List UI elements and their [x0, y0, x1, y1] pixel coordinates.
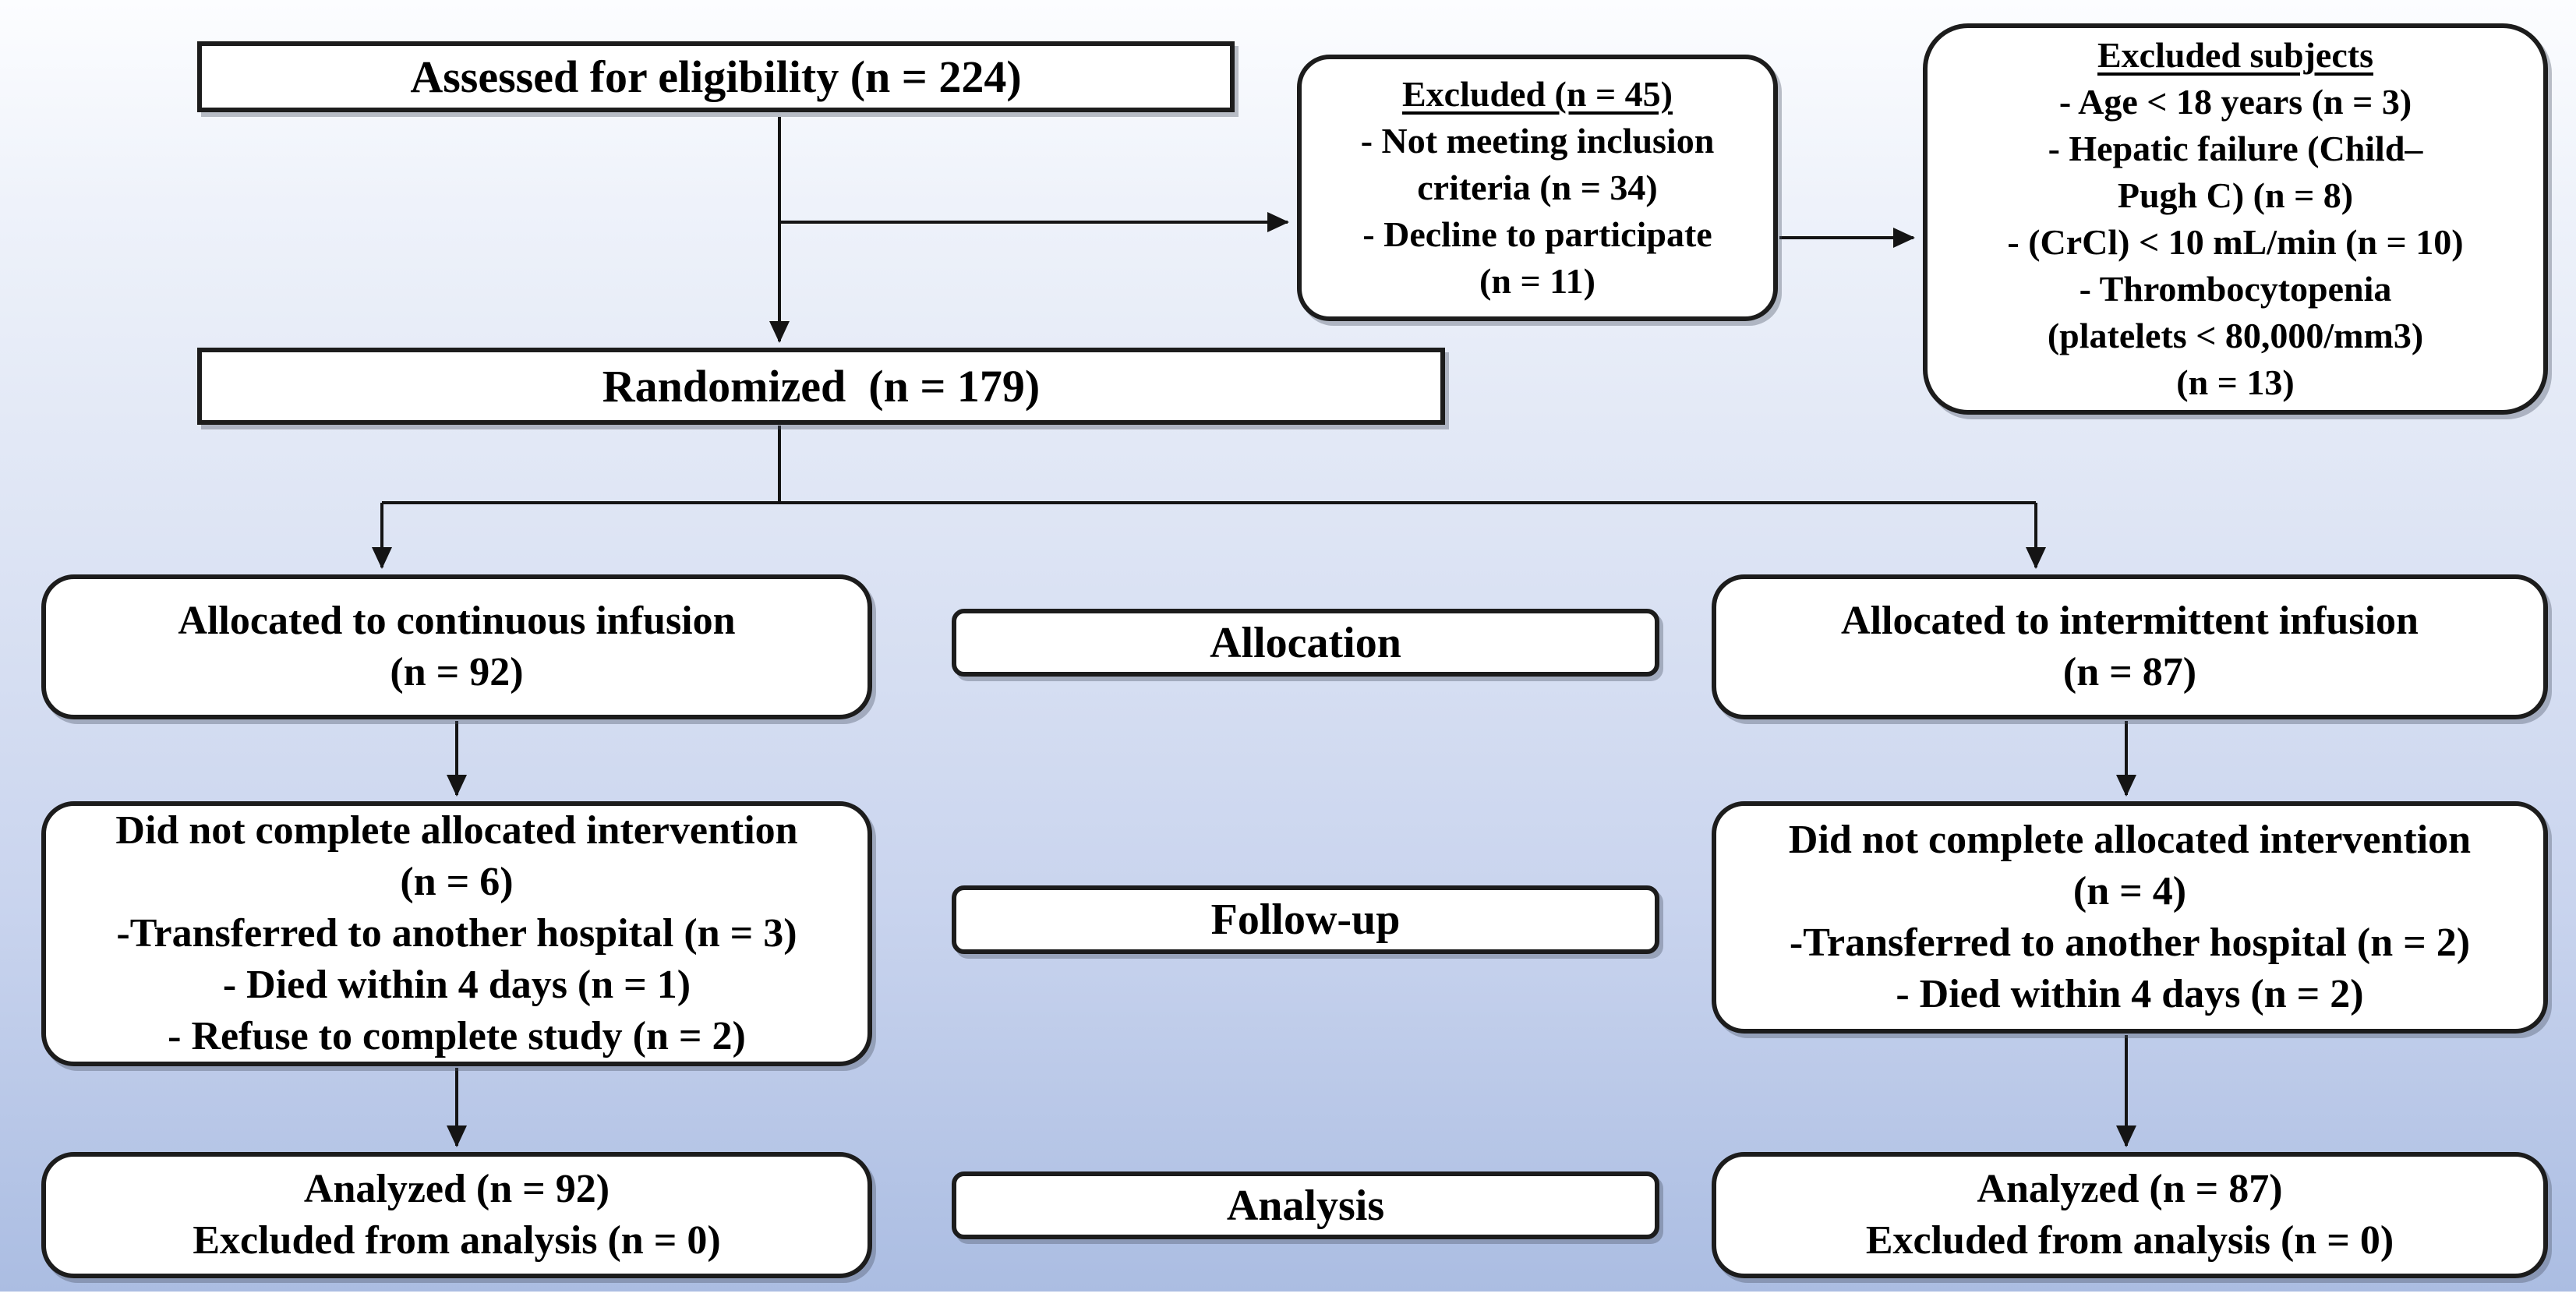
followup-label: Follow-up — [1210, 896, 1401, 944]
excluded-subjects-item: Pugh C) (n = 8) — [2117, 175, 2354, 215]
excluded-item: criteria (n = 34) — [1417, 168, 1658, 207]
allocated-intermittent-text: Allocated to intermittent infusion — [1841, 599, 2419, 643]
excluded-item: (n = 11) — [1479, 261, 1595, 301]
excluded-subjects-item: (n = 13) — [2176, 362, 2295, 402]
followup-intermittent-line: - Died within 4 days (n = 2) — [1896, 972, 2364, 1016]
box-randomized: Randomized (n = 179) — [197, 348, 1445, 425]
box-excluded: Excluded (n = 45) - Not meeting inclusio… — [1297, 55, 1778, 321]
box-followup-intermittent: Did not complete allocated intervention … — [1712, 801, 2548, 1034]
excluded-item: - Not meeting inclusion — [1360, 121, 1715, 161]
assessed-text: Assessed for eligibility (n = 224) — [410, 51, 1022, 102]
box-followup-continuous: Did not complete allocated intervention … — [41, 801, 872, 1066]
stage-label-followup: Follow-up — [952, 885, 1659, 954]
box-excluded-subjects: Excluded subjects - Age < 18 years (n = … — [1923, 23, 2548, 415]
box-analyzed-intermittent: Analyzed (n = 87) Excluded from analysis… — [1712, 1152, 2548, 1278]
box-assessed-for-eligibility: Assessed for eligibility (n = 224) — [197, 41, 1235, 112]
analyzed-continuous-excluded: Excluded from analysis (n = 0) — [193, 1218, 721, 1263]
excluded-item: - Decline to participate — [1362, 214, 1712, 254]
analysis-label: Analysis — [1226, 1181, 1385, 1230]
excluded-subjects-item: - Hepatic failure (Child– — [2048, 129, 2423, 168]
followup-continuous-line: Did not complete allocated intervention — [115, 808, 798, 853]
excluded-subjects-item: - Age < 18 years (n = 3) — [2058, 82, 2412, 122]
excluded-subjects-item: - Thrombocytopenia — [2079, 269, 2392, 309]
stage-label-analysis: Analysis — [952, 1171, 1659, 1239]
followup-intermittent-line: -Transferred to another hospital (n = 2) — [1789, 921, 2471, 965]
box-analyzed-continuous: Analyzed (n = 92) Excluded from analysis… — [41, 1152, 872, 1278]
box-allocated-intermittent: Allocated to intermittent infusion (n = … — [1712, 574, 2548, 719]
excluded-subjects-item: - (CrCl) < 10 mL/min (n = 10) — [2007, 222, 2464, 262]
analyzed-intermittent-text: Analyzed (n = 87) — [1977, 1167, 2283, 1211]
allocated-intermittent-n: (n = 87) — [2062, 650, 2197, 694]
followup-continuous-line: -Transferred to another hospital (n = 3) — [116, 911, 797, 956]
stage-label-allocation: Allocation — [952, 609, 1659, 677]
randomized-text: Randomized (n = 179) — [602, 360, 1041, 412]
followup-continuous-line: - Refuse to complete study (n = 2) — [168, 1014, 746, 1058]
followup-intermittent-line: (n = 4) — [2072, 869, 2187, 913]
allocation-label: Allocation — [1210, 618, 1401, 667]
box-allocated-continuous: Allocated to continuous infusion (n = 92… — [41, 574, 872, 719]
analyzed-intermittent-excluded: Excluded from analysis (n = 0) — [1865, 1218, 2394, 1263]
excluded-subjects-item: (platelets < 80,000/mm3) — [2047, 316, 2424, 355]
allocated-continuous-text: Allocated to continuous infusion — [178, 599, 736, 643]
excluded-heading: Excluded (n = 45) — [1402, 74, 1673, 114]
allocated-continuous-n: (n = 92) — [390, 650, 524, 694]
followup-continuous-line: - Died within 4 days (n = 1) — [222, 963, 691, 1007]
excluded-subjects-heading: Excluded subjects — [2097, 35, 2373, 75]
followup-intermittent-line: Did not complete allocated intervention — [1788, 818, 2472, 862]
followup-continuous-line: (n = 6) — [400, 860, 514, 904]
analyzed-continuous-text: Analyzed (n = 92) — [303, 1167, 610, 1211]
